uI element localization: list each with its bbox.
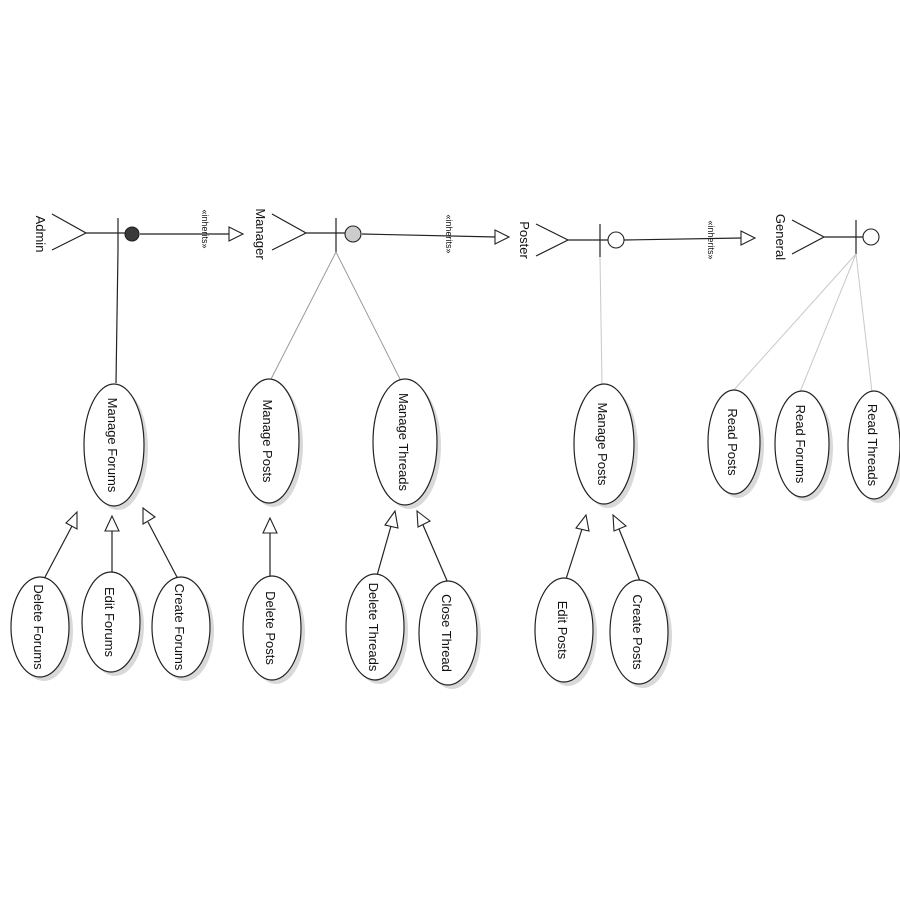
inherits-label-1: «inherits» bbox=[200, 209, 210, 248]
use-case-general-read-forums: Read Forums bbox=[774, 390, 833, 501]
use-case-poster-manage-posts: Manage Posts bbox=[573, 383, 638, 508]
actor-general-name: General bbox=[773, 214, 788, 260]
gen-arrowhead-edit-forums bbox=[104, 514, 120, 532]
assoc-general-read-threads bbox=[855, 253, 873, 393]
actor-poster-name: Poster bbox=[517, 221, 532, 259]
actor-poster-legs bbox=[535, 223, 570, 257]
assoc-admin-manage-forums bbox=[115, 249, 119, 384]
use-case-label: Read Posts bbox=[725, 408, 740, 476]
use-case-admin-delete-forums: Delete Forums bbox=[10, 576, 73, 681]
use-case-label: Manage Posts bbox=[595, 402, 610, 486]
actor-manager-name: Manager bbox=[253, 208, 268, 260]
gen-line-edit-posts bbox=[565, 528, 583, 580]
assoc-manager-manage-threads bbox=[335, 251, 404, 386]
inherits-label-3: «inherits» bbox=[706, 220, 716, 259]
assoc-poster-manage-posts bbox=[599, 256, 603, 386]
use-case-label: Edit Posts bbox=[555, 601, 570, 660]
actor-general-head bbox=[862, 228, 880, 246]
use-case-label: Manage Threads bbox=[396, 393, 411, 492]
use-case-manager-delete-threads: Delete Threads bbox=[345, 573, 408, 684]
actor-general: General bbox=[773, 214, 880, 260]
gen-line-create-forums bbox=[147, 521, 179, 580]
generalizations bbox=[43, 506, 641, 584]
use-case-admin-create-forums: Create Forums bbox=[151, 576, 214, 681]
actor-manager-head bbox=[344, 225, 362, 243]
use-case-general-read-threads: Read Threads bbox=[847, 390, 900, 503]
use-case-manager-manage-threads: Manage Threads bbox=[372, 378, 441, 509]
use-case-label: Read Threads bbox=[865, 404, 880, 487]
assoc-manager-manage-posts bbox=[267, 251, 337, 386]
gen-arrowhead-create-forums bbox=[142, 506, 156, 525]
gen-arrowhead-delete-posts bbox=[262, 516, 278, 534]
use-case-label: Manage Posts bbox=[260, 399, 275, 483]
gen-arrowhead-delete-forums bbox=[65, 510, 78, 530]
use-case-general-read-posts: Read Posts bbox=[707, 389, 764, 498]
assoc-general-read-posts bbox=[731, 253, 857, 393]
gen-arrowhead-delete-threads bbox=[384, 509, 399, 529]
inherit-line-poster-general bbox=[623, 237, 743, 241]
actor-admin-name: Admin bbox=[33, 216, 48, 253]
actor-admin: Admin bbox=[33, 213, 140, 253]
actor-poster-head bbox=[607, 231, 625, 249]
use-case-label: Delete Posts bbox=[263, 591, 278, 665]
use-case-label: Delete Threads bbox=[366, 583, 381, 672]
use-case-label: Edit Forums bbox=[102, 587, 117, 658]
use-case-manager-close-thread: Close Thread bbox=[418, 580, 481, 689]
use-case-poster-create-posts: Create Posts bbox=[609, 579, 672, 688]
gen-line-delete-threads bbox=[375, 525, 392, 580]
use-case-poster-edit-posts: Edit Posts bbox=[534, 577, 597, 686]
actor-poster: Poster bbox=[517, 221, 625, 259]
use-case-admin-manage-forums: Manage Forums bbox=[83, 383, 148, 510]
associations bbox=[115, 249, 873, 393]
use-case-label: Manage Forums bbox=[105, 398, 120, 493]
gen-arrowhead-create-posts bbox=[612, 513, 628, 532]
gen-line-create-posts bbox=[618, 528, 641, 582]
inherit-line-manager-poster bbox=[361, 233, 497, 238]
assoc-general-read-forums bbox=[799, 253, 857, 393]
use-case-label: Close Thread bbox=[439, 594, 454, 672]
actor-manager: Manager bbox=[253, 208, 362, 260]
gen-arrowhead-close-thread bbox=[416, 509, 432, 528]
inherit-arrowhead-admin-manager bbox=[228, 226, 245, 242]
actor-general-legs bbox=[791, 219, 826, 255]
actor-admin-legs bbox=[51, 213, 88, 251]
use-case-manager-delete-posts: Delete Posts bbox=[242, 575, 305, 684]
use-case-manager-manage-posts: Manage Posts bbox=[238, 378, 303, 507]
inheritance-arrows bbox=[140, 226, 757, 246]
actor-manager-legs bbox=[271, 213, 308, 251]
inherit-arrowhead-poster-general bbox=[740, 230, 757, 246]
gen-line-delete-forums bbox=[43, 525, 73, 580]
use-case-label: Delete Forums bbox=[31, 584, 46, 670]
use-case-label: Create Forums bbox=[172, 584, 187, 671]
inherit-arrowhead-manager-poster bbox=[494, 229, 511, 245]
gen-line-close-thread bbox=[422, 524, 449, 584]
inherits-label-2: «inherits» bbox=[444, 214, 454, 253]
gen-arrowhead-edit-posts bbox=[575, 513, 590, 532]
use-case-admin-edit-forums: Edit Forums bbox=[81, 571, 144, 676]
use-case-label: Create Posts bbox=[630, 594, 645, 670]
actor-admin-head bbox=[124, 226, 140, 242]
use-case-label: Read Forums bbox=[793, 405, 808, 484]
